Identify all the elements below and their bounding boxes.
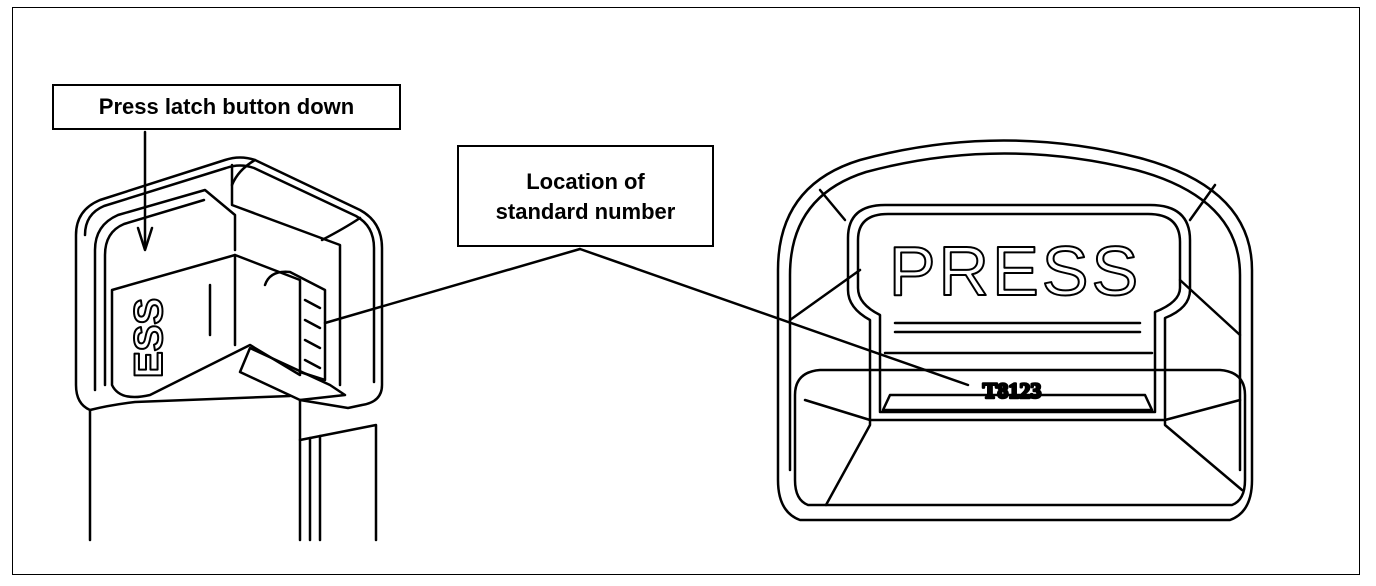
press-lettering: PRESS [889,232,1141,310]
side-lettering: ESS [127,298,171,378]
location-callout-line2: standard number [495,199,676,224]
buckle-side-view [74,130,384,542]
location-callout: Location of standard number [457,145,714,247]
standard-number: T8123 [983,378,1042,403]
location-callout-line1: Location of [526,169,645,194]
buckle-front-view [776,139,1254,522]
latch-callout-text: Press latch button down [98,94,355,119]
leader-lines [323,247,970,387]
latch-callout: Press latch button down [52,84,401,130]
diagram-frame [12,7,1360,575]
